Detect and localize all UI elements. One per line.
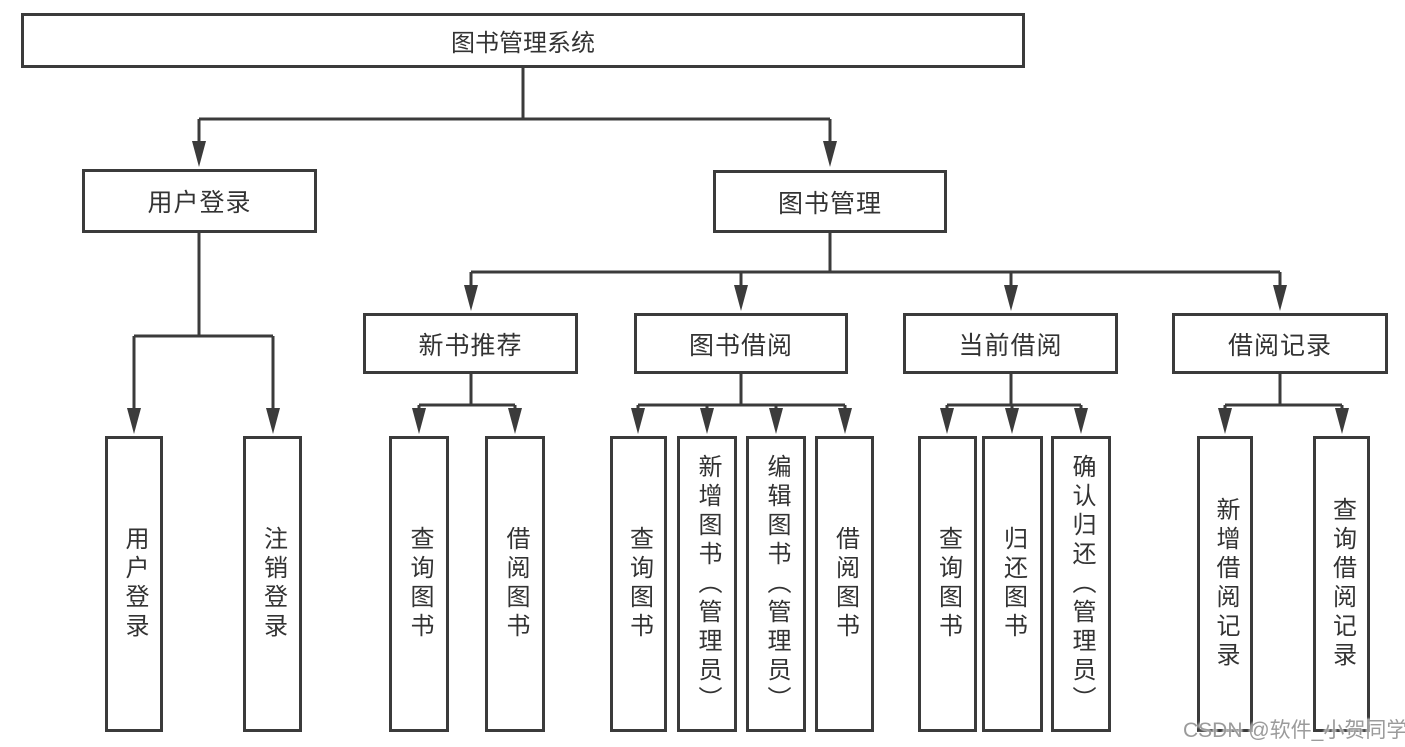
leaf-borrow-books-recommend: 借阅图书 [485,436,545,732]
arrowhead [838,408,852,434]
arrowhead [266,408,280,434]
tree-edges [132,68,1344,410]
leaf-return-books: 归还图书 [982,436,1043,732]
leaf-logout: 注销登录 [243,436,302,732]
node-new-book-recommend: 新书推荐 [363,313,578,374]
arrowhead [508,408,522,434]
arrowhead [1074,408,1088,434]
arrowhead [1004,285,1018,311]
arrowhead [1273,285,1287,311]
leaf-query-books-current: 查询图书 [918,436,977,732]
node-borrow-records: 借阅记录 [1172,313,1388,374]
arrowhead [700,408,714,434]
node-user-login: 用户登录 [82,169,317,233]
leaf-add-book-admin: 新增图书（管理员） [677,436,737,732]
arrowhead [734,285,748,311]
arrowhead [127,408,141,434]
leaf-confirm-return-admin: 确认归还（管理员） [1051,436,1111,732]
leaf-borrow-books: 借阅图书 [815,436,874,732]
arrowhead [769,408,783,434]
arrowhead [631,408,645,434]
arrowhead-icons [127,141,1349,434]
node-book-management: 图书管理 [713,170,947,233]
arrowhead [1335,408,1349,434]
csdn-watermark: CSDN @软件_小贺同学 [1183,719,1405,742]
leaf-add-borrow-record: 新增借阅记录 [1197,436,1253,732]
leaf-user-login: 用户登录 [105,436,163,732]
leaf-edit-book-admin: 编辑图书（管理员） [746,436,806,732]
node-current-borrow: 当前借阅 [903,313,1118,374]
arrowhead [1218,408,1232,434]
node-book-borrow: 图书借阅 [634,313,848,374]
arrowhead [412,408,426,434]
arrowhead [940,408,954,434]
arrowhead [192,141,206,167]
node-library-management-system: 图书管理系统 [21,13,1025,68]
leaf-query-books-borrow: 查询图书 [610,436,667,732]
leaf-query-books-recommend: 查询图书 [389,436,449,732]
leaf-query-borrow-record: 查询借阅记录 [1313,436,1370,732]
arrowhead [823,141,837,167]
arrowhead [464,285,478,311]
arrowhead [1005,408,1019,434]
